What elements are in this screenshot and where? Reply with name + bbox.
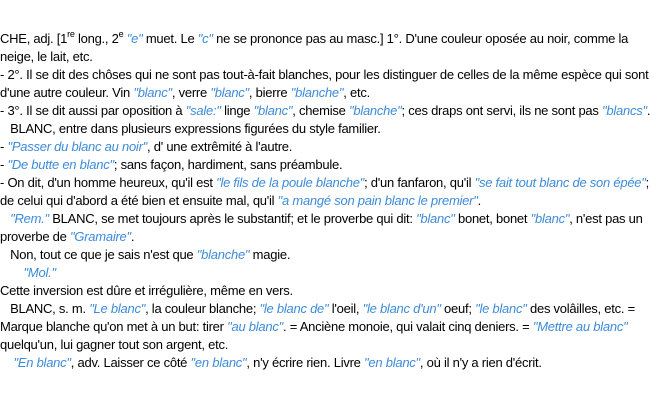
quoted-term: "Rem.": [10, 211, 49, 226]
entry-line: - "Passer du blanc au noir", d' une extr…: [0, 138, 652, 156]
quoted-term: "blancs": [602, 103, 647, 118]
entry-line: - "De butte en blanc"; sans façon, hardi…: [0, 156, 652, 174]
entry-line: Non, tout ce que je sais n'est que "blan…: [0, 246, 652, 264]
entry-text: l'oeil,: [328, 301, 363, 316]
entry-text: - On dit, d'un homme heureux, qu'il est: [0, 175, 217, 190]
entry-line: BLANC, entre dans plusieurs expressions …: [0, 120, 652, 138]
entry-text: Marque blanche qu'on met à un but: tirer: [0, 319, 228, 334]
entry-text: des volâilles, etc. =: [526, 301, 635, 316]
entry-text: .: [477, 193, 482, 208]
entry-line: - 2°. Il se dit des chôses qui ne sont p…: [0, 66, 652, 84]
entry-line: "En blanc", adv. Laisser ce côté "en bla…: [0, 354, 652, 372]
entry-text: , d' une extrêmité à l'autre.: [147, 139, 293, 154]
entry-text: BLANC, se met toujours après le substant…: [48, 211, 417, 226]
entry-text: BLANC, s. m.: [0, 301, 90, 316]
entry-text: CHE, adj. [1: [0, 31, 68, 46]
entry-text: - 2°. Il se dit des chôses qui ne sont p…: [0, 67, 649, 82]
entry-text: , la couleur blanche;: [145, 301, 260, 316]
entry-text: bonet, bonet: [454, 211, 531, 226]
quoted-term: "au blanc": [227, 319, 283, 334]
quoted-term: "Mettre au blanc": [532, 319, 628, 334]
superscript: e: [118, 29, 124, 39]
entry-text: long., 2: [74, 31, 119, 46]
quoted-term: "blanc": [253, 103, 293, 118]
quoted-term: "blanc": [416, 211, 455, 226]
entry-text: quelqu'un, lui gagner tout son argent, e…: [0, 337, 229, 352]
quoted-term: "blanc": [530, 211, 570, 226]
entry-text: , adv. Laisser ce côté: [70, 355, 191, 370]
entry-line: proverbe de "Gramaire".: [0, 228, 652, 246]
entry-text: , n'est pas un: [569, 211, 643, 226]
quoted-term: "le blanc": [475, 301, 527, 316]
superscript: re: [67, 29, 75, 39]
entry-text: - 3°. Il se dit aussi par oposition à: [0, 103, 186, 118]
entry-text: magie.: [249, 247, 291, 262]
entry-text: ne se prononce pas au masc.] 1°. D'une c…: [212, 31, 629, 46]
entry-text: , où il n'y a rien d'écrit.: [419, 355, 542, 370]
quoted-term: "Gramaire": [70, 229, 131, 244]
quoted-term: "blanche": [196, 247, 250, 262]
entry-line: neige, le lait, etc.: [0, 48, 652, 66]
entry-text: Non, tout ce que je sais n'est que: [0, 247, 197, 262]
entry-text: BLANC, entre dans plusieurs expressions …: [0, 121, 381, 136]
entry-text: muet. Le: [142, 31, 198, 46]
entry-text: .: [130, 229, 135, 244]
entry-text: .: [646, 103, 651, 118]
entry-text: , etc.: [343, 85, 370, 100]
quoted-term: "se fait tout blanc de son épée": [474, 175, 646, 190]
quoted-term: "Passer du blanc au noir": [7, 139, 148, 154]
entry-text: , verre: [171, 85, 211, 100]
entry-text: proverbe de: [0, 229, 70, 244]
quoted-term: "en blanc": [190, 355, 247, 370]
entry-line: Marque blanche qu'on met à un but: tirer…: [0, 318, 652, 336]
quoted-term: "en blanc": [364, 355, 420, 370]
entry-text: -: [0, 157, 8, 172]
dictionary-entry: CHE, adj. [1re long., 2e "e" muet. Le "c…: [0, 30, 652, 372]
entry-text: de celui qui d'abord a été bien et ensui…: [0, 193, 278, 208]
quoted-term: "le blanc de": [259, 301, 329, 316]
entry-line: CHE, adj. [1re long., 2e "e" muet. Le "c…: [0, 30, 652, 48]
quoted-term: "En blanc": [13, 355, 71, 370]
quoted-term: "blanche": [348, 103, 402, 118]
entry-line: d'une autre couleur. Vin "blanc", verre …: [0, 84, 652, 102]
entry-line: Cette inversion est dûre et irrégulière,…: [0, 282, 652, 300]
quoted-term: "a mangé son pain blanc le premier": [277, 193, 478, 208]
quoted-term: "De butte en blanc": [7, 157, 114, 172]
entry-text: ; d'un fanfaron, qu'il: [364, 175, 475, 190]
quoted-term: "le blanc d'un": [362, 301, 441, 316]
entry-text: , n'y écrire rien. Livre: [246, 355, 365, 370]
entry-text: -: [0, 139, 8, 154]
quoted-term: "blanc": [133, 85, 172, 100]
entry-text: , chemise: [292, 103, 349, 118]
entry-text: . = Anciène monoie, qui valait cinq deni…: [283, 319, 533, 334]
entry-text: ;: [645, 175, 650, 190]
entry-line: de celui qui d'abord a été bien et ensui…: [0, 192, 652, 210]
entry-line: - On dit, d'un homme heureux, qu'il est …: [0, 174, 652, 192]
quoted-term: "sale:": [185, 103, 221, 118]
entry-text: neige, le lait, etc.: [0, 49, 93, 64]
entry-text: d'une autre couleur. Vin: [0, 85, 134, 100]
quoted-term: "Le blanc": [89, 301, 146, 316]
entry-line: quelqu'un, lui gagner tout son argent, e…: [0, 336, 652, 354]
entry-text: linge: [220, 103, 254, 118]
entry-text: [0, 355, 13, 370]
entry-text: ; sans façon, hardiment, sans préambule.: [113, 157, 343, 172]
entry-line: "Rem." BLANC, se met toujours après le s…: [0, 210, 652, 228]
entry-text: ; ces draps ont servi, ils ne sont pas: [401, 103, 603, 118]
entry-line: BLANC, s. m. "Le blanc", la couleur blan…: [0, 300, 652, 318]
quoted-term: "le fils de la poule blanche": [216, 175, 365, 190]
quoted-term: "Mol.": [23, 265, 57, 280]
entry-text: oeuf;: [440, 301, 476, 316]
entry-text: [0, 265, 24, 280]
entry-line: - 3°. Il se dit aussi par oposition à "s…: [0, 102, 652, 120]
quoted-term: "blanche": [290, 85, 344, 100]
entry-text: , bierre: [248, 85, 291, 100]
entry-text: [0, 211, 10, 226]
entry-line: "Mol.": [0, 264, 652, 282]
entry-text: Cette inversion est dûre et irrégulière,…: [0, 283, 293, 298]
quoted-term: "blanc": [210, 85, 249, 100]
quoted-term: "e": [126, 31, 143, 46]
quoted-term: "c": [197, 31, 213, 46]
